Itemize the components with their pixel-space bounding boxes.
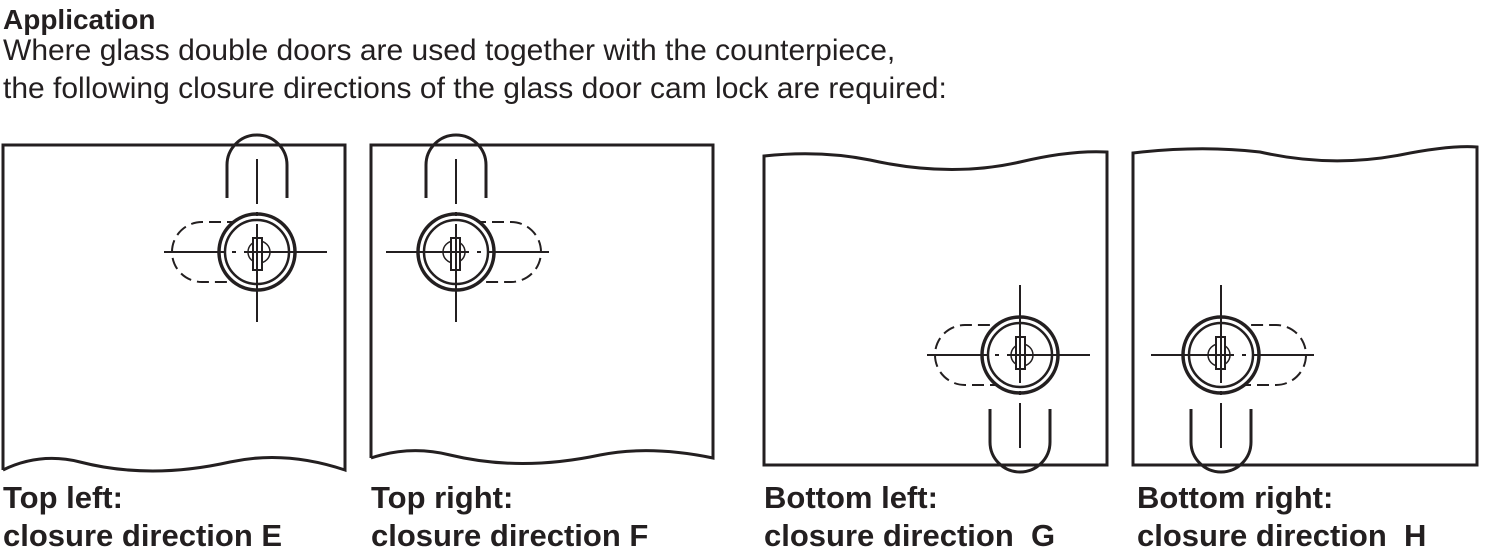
label-top-left-position: Top left: [3, 480, 123, 515]
label-top-left-direction: closure direction E [3, 518, 283, 553]
label-top-right-direction: closure direction F [371, 518, 649, 553]
label-bottom-left-position: Bottom left: [764, 480, 938, 515]
label-top-right-position: Top right: [371, 480, 514, 515]
heading: Application [3, 4, 156, 35]
label-bottom-left-direction: closure direction G [764, 518, 1056, 553]
label-bottom-right-direction: closure direction H [1137, 518, 1427, 553]
cam-lock-icon [162, 133, 329, 324]
door-panel-top-right [369, 133, 715, 465]
cam-lock-icon [925, 283, 1092, 474]
door-panel-bottom-left [762, 150, 1109, 474]
door-panel-bottom-right [1131, 145, 1479, 474]
label-bottom-right-position: Bottom right: [1137, 480, 1334, 515]
cam-lock-icon [384, 133, 551, 324]
cam-lock-icon [1149, 283, 1316, 474]
intro-line-2: the following closure directions of the … [3, 72, 947, 105]
intro-line-1: Where glass double doors are used togeth… [3, 34, 896, 67]
door-panel-top-left [1, 133, 347, 473]
